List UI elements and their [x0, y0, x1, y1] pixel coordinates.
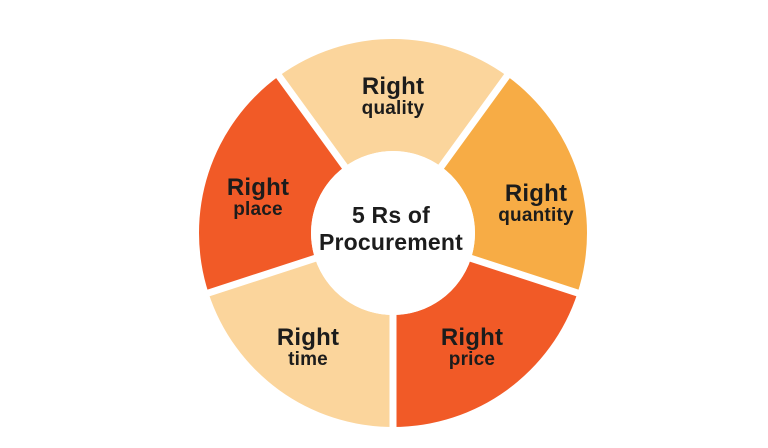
segment-label-time-line2: time — [288, 349, 328, 371]
segment-label-quantity-line1: Right — [504, 179, 568, 207]
segment-place — [199, 76, 345, 293]
center-title-line2: Procurement — [318, 229, 464, 255]
segment-quantity — [441, 76, 587, 293]
center-title-line1: 5 Rs of — [351, 202, 431, 229]
segment-price — [393, 258, 578, 427]
segment-label-price-line1: Right — [440, 323, 504, 351]
segment-quality — [278, 39, 508, 167]
segment-label-place-line2: place — [233, 199, 283, 221]
segment-label-place-line1: Right — [226, 173, 290, 201]
donut-hole — [311, 151, 475, 315]
segment-label-quantity-line2: quantity — [498, 205, 574, 227]
segment-label-quality-line1: Right — [361, 72, 425, 100]
segment-time — [208, 258, 393, 427]
segment-label-price-line2: price — [448, 349, 496, 371]
segment-label-time-line1: Right — [276, 323, 340, 351]
center-title: 5 Rs of Procurement — [319, 202, 463, 256]
segment-label-quality-line2: quality — [361, 98, 425, 120]
